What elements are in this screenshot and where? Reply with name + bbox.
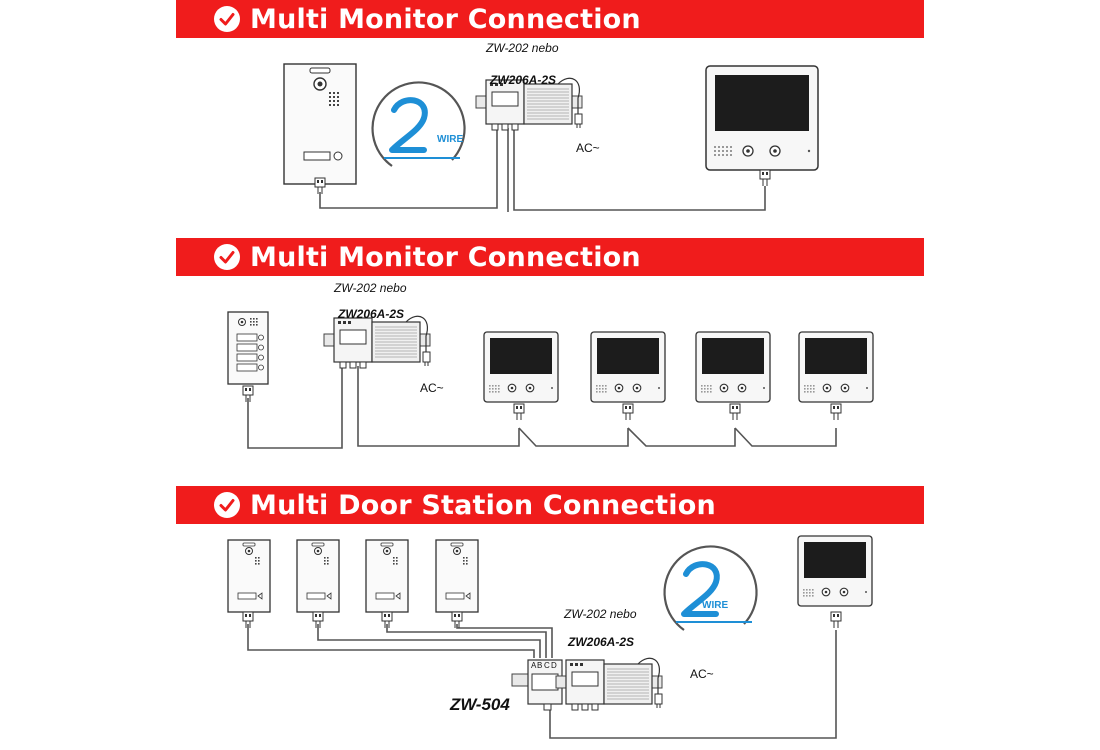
two-wire-logo-icon — [373, 82, 465, 166]
section-banner-1: Multi Monitor Connection — [176, 0, 924, 38]
terminal-connector — [830, 403, 842, 421]
model-label-main: ZW206A-2S — [337, 307, 404, 321]
distributor-module — [511, 659, 563, 711]
ac-label: AC~ — [420, 381, 444, 395]
terminal-label-d: D — [551, 661, 557, 670]
wire — [247, 624, 837, 739]
section-3-diagram: WIRE A B C D ZW-202 nebo ZW206A-2S AC~ Z… — [227, 535, 873, 739]
monitor — [705, 65, 819, 171]
model-label-alt: ZW-202 nebo — [485, 41, 559, 55]
terminal-connector — [759, 169, 771, 187]
section-banner-2: Multi Monitor Connection — [176, 238, 924, 276]
door-station — [283, 63, 357, 185]
section-2-diagram: ZW-202 nebo ZW206A-2S AC~ — [227, 281, 874, 449]
ac-label: AC~ — [690, 667, 714, 681]
model-label-alt: ZW-202 nebo — [563, 607, 637, 621]
monitor — [483, 331, 559, 403]
terminal-label-c: C — [544, 661, 550, 670]
model-label-main: ZW206A-2S — [567, 635, 634, 649]
section-banner-3: Multi Door Station Connection — [176, 486, 924, 524]
model-label-main: ZW206A-2S — [489, 73, 556, 87]
section-title: Multi Monitor Connection — [250, 3, 641, 35]
monitor — [695, 331, 771, 403]
check-icon — [214, 492, 240, 518]
two-wire-logo-icon — [665, 546, 757, 630]
logo-text: WIRE — [437, 134, 463, 145]
monitor — [797, 535, 873, 607]
door-station-multi — [227, 311, 269, 385]
door-station — [365, 539, 409, 613]
logo-text: WIRE — [702, 600, 728, 611]
model-label-alt: ZW-202 nebo — [333, 281, 407, 295]
section-title: Multi Door Station Connection — [250, 489, 716, 521]
terminal-connector — [830, 611, 842, 629]
wire — [247, 366, 837, 449]
terminal-label-b: B — [537, 661, 542, 670]
section-title: Multi Monitor Connection — [250, 241, 641, 273]
monitor — [590, 331, 666, 403]
terminal-connector — [513, 403, 525, 421]
door-station — [227, 539, 271, 613]
terminal-connector — [729, 403, 741, 421]
terminal-label-a: A — [531, 661, 537, 670]
section-1-diagram: WIRE ZW-202 nebo ZW206A-2S AC~ — [283, 41, 819, 212]
monitor — [798, 331, 874, 403]
power-supply-module — [555, 657, 663, 711]
ac-label: AC~ — [576, 141, 600, 155]
wire — [319, 128, 766, 212]
check-icon — [214, 244, 240, 270]
terminal-connector — [314, 177, 326, 195]
distributor-label: ZW-504 — [449, 695, 510, 714]
door-station — [296, 539, 340, 613]
check-icon — [214, 6, 240, 32]
power-supply-module — [323, 315, 431, 369]
terminal-connector — [622, 403, 634, 421]
door-station — [435, 539, 479, 613]
